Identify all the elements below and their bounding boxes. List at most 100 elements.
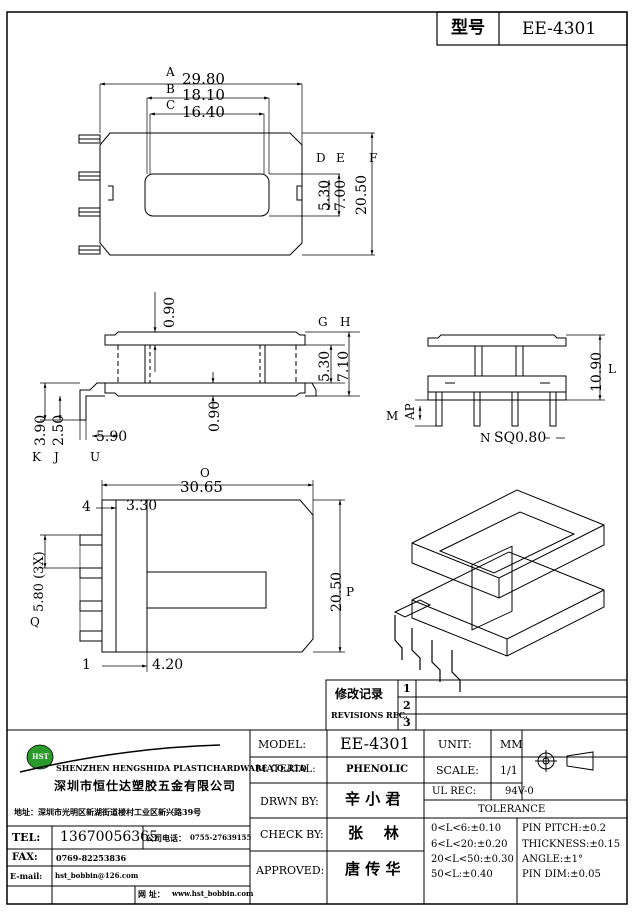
dim-h-value: 7.10 bbox=[336, 350, 352, 382]
circle-c: C bbox=[166, 98, 176, 112]
dim-n-value: SQ0.80 bbox=[494, 430, 547, 446]
circle-m: M bbox=[386, 409, 399, 423]
ul-value: 94V-0 bbox=[505, 786, 534, 797]
company-name-en: SHENZHEN HENGSHIDA PLASTICHARDWARE CO.,L… bbox=[56, 763, 307, 773]
tol-line-4: 50<L:±0.40 bbox=[431, 869, 493, 880]
circle-b: B bbox=[166, 82, 175, 96]
revision-title-en: REVISIONS REC. bbox=[331, 710, 408, 720]
dim-g-value: 5.30 bbox=[317, 350, 333, 382]
circle-k: K bbox=[32, 450, 41, 464]
front-view bbox=[40, 292, 360, 440]
company-name-cn: 深圳市恒仕达塑胶五金有限公司 bbox=[54, 779, 237, 793]
dim-u-value: 5.90 bbox=[96, 429, 128, 445]
unit-value: MM bbox=[500, 738, 523, 751]
unit-label: UNIT: bbox=[438, 738, 472, 751]
web-label: 网 址： bbox=[138, 889, 165, 899]
circle-q: Q bbox=[30, 615, 40, 629]
top-view-body bbox=[99, 132, 303, 256]
dim-o-value: 30.65 bbox=[180, 478, 223, 496]
side-view-pins bbox=[435, 391, 557, 427]
projection-symbol bbox=[535, 750, 594, 772]
dim-e-value: 7.00 bbox=[333, 179, 349, 211]
circle-d: D bbox=[316, 151, 326, 165]
spec-line-1: PIN PITCH:±0.2 bbox=[522, 823, 606, 834]
co-tel-label: 公司电话： bbox=[146, 833, 186, 843]
dim-p-value: 20.50 bbox=[329, 571, 345, 612]
fax-label: FAX: bbox=[12, 852, 38, 863]
model-label: MODEL: bbox=[258, 738, 307, 751]
circle-u: U bbox=[90, 450, 101, 464]
dim-m-value: AP bbox=[403, 403, 417, 420]
web-value: www.hst_bobbin.com bbox=[172, 889, 254, 898]
fax-value: 0769-82253836 bbox=[56, 853, 127, 863]
email-label: E-mail: bbox=[10, 871, 43, 881]
circle-f: F bbox=[369, 151, 378, 165]
scale-label: SCALE: bbox=[436, 764, 479, 777]
model-value: EE-4301 bbox=[340, 734, 410, 753]
header-model-label: 型号 bbox=[451, 18, 485, 38]
approved-value: 唐 传 华 bbox=[345, 860, 401, 878]
dim-330-value: 3.30 bbox=[126, 498, 158, 514]
scale-value: 1/1 bbox=[500, 764, 518, 777]
company-address: 地址：深圳市光明区新湖街道楼村工业区新兴路39号 bbox=[14, 807, 202, 817]
iso-pins bbox=[394, 615, 461, 692]
bottom-view-pins bbox=[79, 534, 102, 642]
tolerance-label: TOLERANCE bbox=[478, 804, 546, 815]
dim-i-value: 0.90 bbox=[207, 400, 223, 432]
logo-text: HST bbox=[32, 752, 49, 761]
tel-label: TEL: bbox=[12, 831, 41, 844]
approved-label: APPROVED: bbox=[256, 864, 325, 877]
ul-label: UL REC: bbox=[432, 786, 477, 797]
dim-a-value: 29.80 bbox=[182, 70, 225, 88]
side-view bbox=[415, 334, 605, 439]
hst-logo bbox=[19, 744, 221, 773]
top-view bbox=[78, 82, 375, 256]
dim-l-value: 10.90 bbox=[589, 351, 605, 392]
circle-o: O bbox=[200, 466, 210, 480]
circle-j: J bbox=[54, 450, 59, 464]
circle-p: P bbox=[346, 585, 355, 599]
revision-row-2: 2 bbox=[403, 699, 411, 712]
revision-title-cn: 修改记录 bbox=[335, 687, 384, 701]
spec-line-3: ANGLE:±1° bbox=[522, 854, 584, 865]
dim-c-value: 16.40 bbox=[182, 103, 225, 121]
title-block-grid bbox=[6, 679, 628, 905]
pin-4-label: 4 bbox=[82, 499, 91, 515]
circle-h: H bbox=[340, 315, 351, 329]
dim-b-value: 18.10 bbox=[182, 86, 225, 104]
dim-j-value: 2.50 bbox=[51, 414, 67, 446]
dim-d-value: 5.30 bbox=[317, 179, 333, 211]
tel-value: 13670056365 bbox=[60, 829, 158, 845]
circle-e: E bbox=[336, 151, 345, 165]
dim-f-value: 20.50 bbox=[354, 174, 370, 215]
dim-top-090: 0.90 bbox=[162, 296, 178, 328]
dim-420-value: 4.20 bbox=[152, 657, 184, 673]
material-label: MATERIAL: bbox=[256, 764, 316, 775]
revision-row-3: 3 bbox=[403, 716, 411, 729]
isometric-view bbox=[393, 489, 605, 692]
email-value: hst_bobbin@126.com bbox=[55, 871, 139, 880]
check-label: CHECK BY: bbox=[260, 828, 324, 841]
check-value: 张 林 bbox=[348, 824, 399, 842]
tol-line-2: 6<L<20:±0.20 bbox=[431, 839, 508, 850]
drwn-label: DRWN BY: bbox=[260, 795, 319, 808]
spec-line-2: THICKNESS:±0.15 bbox=[522, 839, 621, 850]
drwn-value: 辛 小 君 bbox=[345, 790, 401, 808]
top-view-pins bbox=[78, 134, 101, 255]
circle-g: G bbox=[318, 315, 328, 329]
material-value: PHENOLIC bbox=[346, 764, 409, 775]
revision-row-1: 1 bbox=[403, 682, 411, 695]
tol-line-3: 20<L<50:±0.30 bbox=[431, 854, 514, 865]
dim-k-value: 3.90 bbox=[33, 414, 49, 446]
co-tel-value: 0755-27639155 bbox=[190, 833, 252, 842]
circle-a: A bbox=[166, 65, 175, 79]
tol-line-1: 0<L<6:±0.10 bbox=[431, 823, 502, 834]
bottom-view bbox=[40, 480, 345, 672]
dim-q-value: 5.80 (3X) bbox=[32, 551, 47, 612]
header-model-value: EE-4301 bbox=[522, 19, 597, 39]
circle-l: L bbox=[608, 362, 616, 376]
pin-1-label: 1 bbox=[82, 657, 91, 673]
top-view-window bbox=[144, 173, 270, 217]
